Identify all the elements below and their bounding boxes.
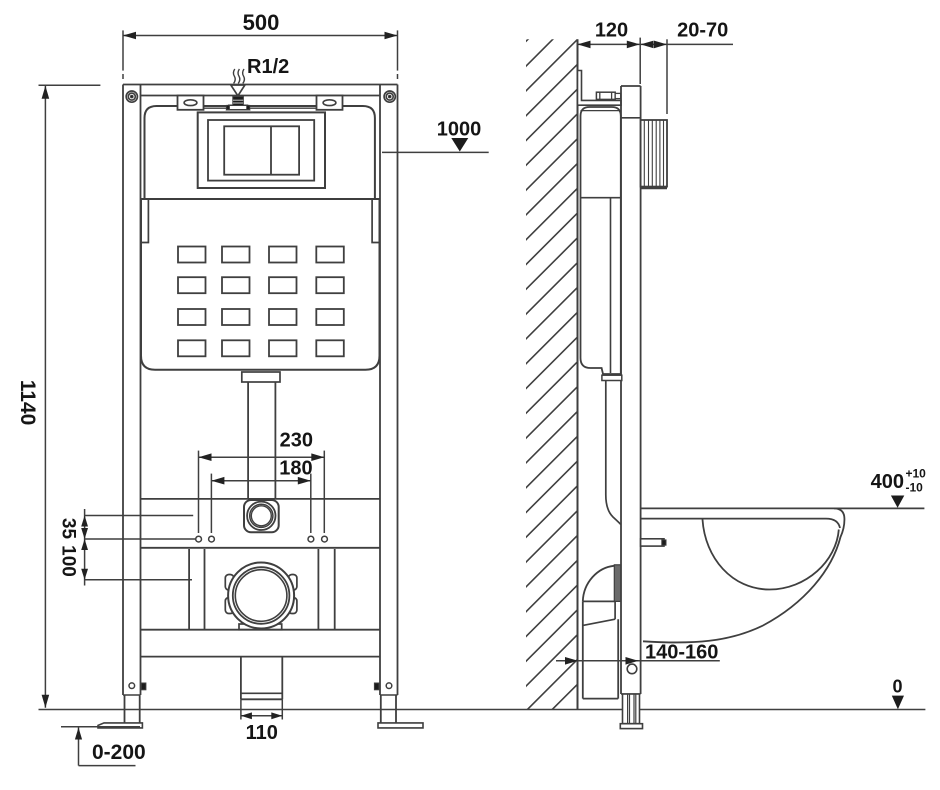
svg-text:1140: 1140 <box>16 380 39 426</box>
svg-text:400: 400 <box>871 471 904 493</box>
svg-text:20-70: 20-70 <box>677 20 728 42</box>
svg-text:0: 0 <box>892 677 902 697</box>
svg-text:230: 230 <box>280 429 313 451</box>
svg-text:-10: -10 <box>906 481 924 495</box>
svg-text:100: 100 <box>58 545 79 577</box>
svg-text:35: 35 <box>58 518 79 540</box>
svg-text:500: 500 <box>243 10 280 35</box>
svg-text:140-160: 140-160 <box>645 642 718 664</box>
svg-text:R1/2: R1/2 <box>247 56 289 78</box>
svg-text:1000: 1000 <box>437 119 482 141</box>
svg-text:+10: +10 <box>906 467 927 481</box>
svg-text:180: 180 <box>279 457 312 479</box>
svg-text:0-200: 0-200 <box>92 741 146 764</box>
svg-text:110: 110 <box>246 722 278 744</box>
svg-text:120: 120 <box>595 20 628 42</box>
